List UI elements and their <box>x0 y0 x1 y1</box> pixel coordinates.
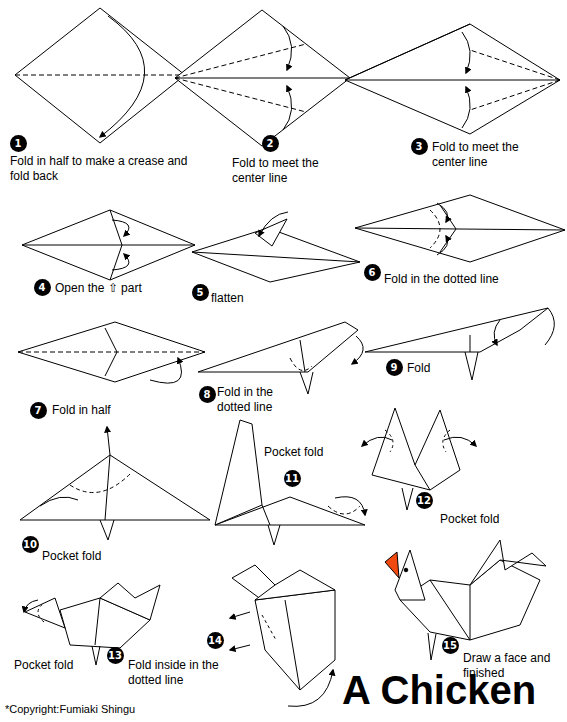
title: A Chicken <box>342 670 536 710</box>
step-number: 15 <box>442 637 459 654</box>
step-number: 8 <box>199 386 216 403</box>
step-number: 7 <box>30 402 47 419</box>
step-number: 14 <box>207 632 224 649</box>
step-number: 9 <box>386 359 403 376</box>
step-number: 6 <box>364 264 381 281</box>
step-number: 10 <box>22 536 39 553</box>
instruction-text: Fold inside in the dotted line <box>128 658 228 688</box>
step-number: 3 <box>411 138 428 155</box>
instruction-text: Pocket fold <box>264 445 364 460</box>
step-number: 1 <box>10 135 27 152</box>
step-number: 12 <box>416 492 433 509</box>
instruction-text: Fold in half to make a crease and fold b… <box>10 154 210 184</box>
step-number: 13 <box>107 647 124 664</box>
step-number: 4 <box>34 279 51 296</box>
instruction-text: Open the ⇧ part <box>55 281 185 296</box>
instruction-text: Pocket fold <box>42 549 142 564</box>
step-number: 5 <box>192 284 209 301</box>
step-number: 2 <box>262 135 279 152</box>
instruction-text: Fold in the dotted line <box>217 385 305 415</box>
instruction-text: Fold in half <box>52 403 172 418</box>
instruction-text: Fold <box>407 361 467 376</box>
copyright-note: *Copyright:Fumiaki Shingu <box>5 703 205 717</box>
instruction-text: Fold to meet the center line <box>232 156 332 186</box>
step-number: 11 <box>284 470 301 487</box>
instruction-text: Pocket fold <box>440 512 540 527</box>
instruction-text: Pocket fold <box>14 658 94 673</box>
instruction-text: Fold to meet the center line <box>432 140 544 170</box>
instruction-text: flatten <box>211 291 291 306</box>
instruction-text: Fold in the dotted line <box>384 272 554 287</box>
